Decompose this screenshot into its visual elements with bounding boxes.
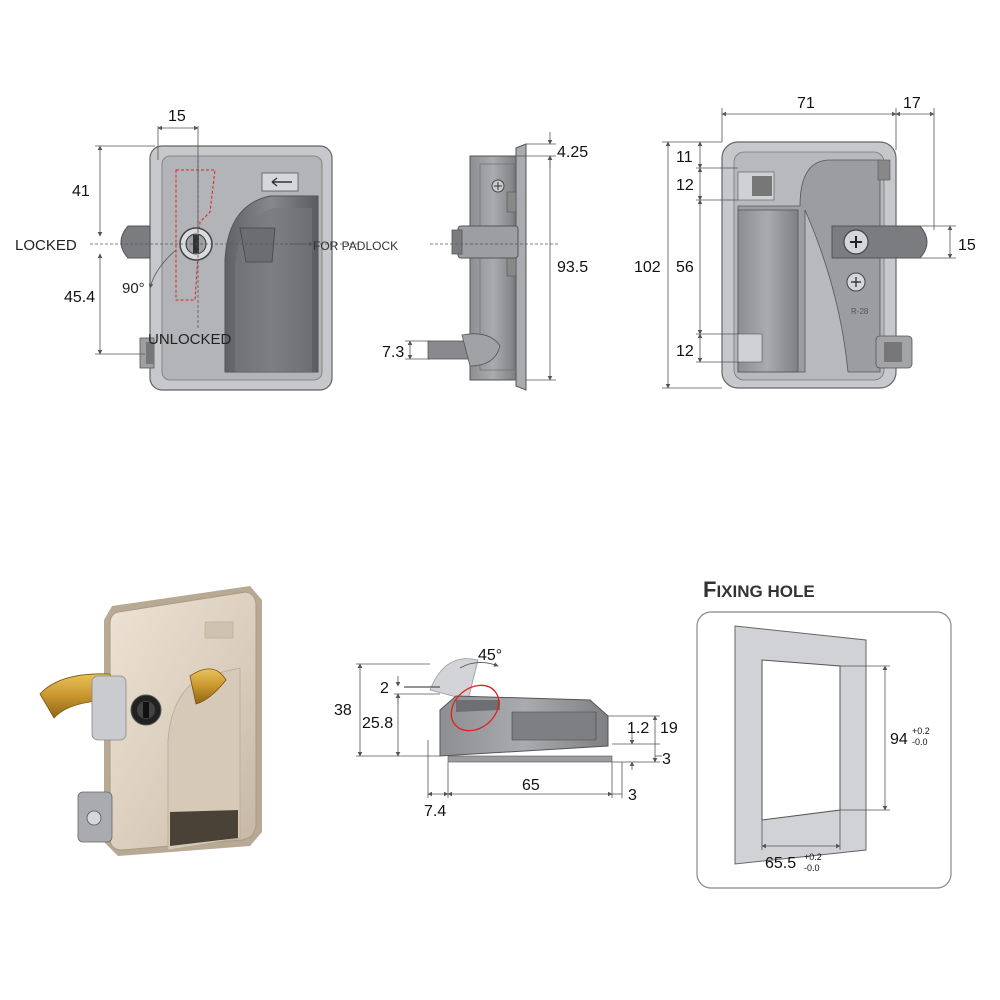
section-dim-offset: 7.4	[424, 803, 446, 820]
rear-dim-arm: 15	[958, 237, 976, 254]
padlock-label: FOR PADLOCK	[313, 239, 398, 253]
svg-text:-0.0: -0.0	[912, 737, 928, 747]
front-view: 15 41 45.4 90° LOCKED UNLOCKED FOR PADLO…	[15, 108, 398, 391]
side-dim-offset: 7.3	[382, 344, 404, 361]
front-dim-upper: 41	[72, 183, 90, 200]
rear-dim-mid: 56	[676, 259, 694, 276]
section-dim-length: 65	[522, 777, 540, 794]
section-dim-top: 2	[380, 680, 389, 697]
section-view: 45° 38 25.8 2 19 1.2 3 65 7.4 3	[334, 647, 678, 820]
svg-text:+0.2: +0.2	[804, 852, 822, 862]
side-view: 4.25 93.5 7.3	[382, 132, 588, 391]
fixing-hole-height: 94	[890, 731, 908, 748]
section-dim-19: 19	[660, 720, 678, 737]
front-dim-width: 15	[168, 108, 186, 125]
rear-dim-top: 11	[676, 149, 693, 166]
section-dim-end: 3	[628, 787, 637, 804]
fixing-hole-width: 65.5	[765, 855, 796, 872]
rear-dim-total: 102	[634, 259, 661, 276]
section-dim-height: 38	[334, 702, 352, 719]
section-dim-inner: 25.8	[362, 715, 393, 732]
rear-dim-slot-bot: 12	[676, 343, 694, 360]
cut-out	[761, 659, 841, 821]
section-dim-12: 1.2	[627, 720, 649, 737]
front-dim-lower: 45.4	[64, 289, 95, 306]
side-plate	[515, 143, 527, 391]
rear-dim-extra: 17	[903, 95, 921, 112]
side-dim-height: 93.5	[557, 259, 588, 276]
side-dim-plate: 4.25	[557, 144, 588, 161]
rear-view: R-28 71 17 102 11 12 56 12 15	[634, 95, 976, 389]
section-angle: 45°	[478, 647, 502, 664]
product-photo	[39, 586, 262, 856]
rear-dim-width: 71	[797, 95, 815, 112]
fixing-hole-title: FIXING HOLE	[703, 577, 815, 602]
locked-label: LOCKED	[15, 237, 77, 254]
rear-dim-slot-top: 12	[676, 177, 694, 194]
rear-marking: R-28	[851, 307, 869, 316]
fixing-hole-panel: FIXING HOLE 94 +0.2 -0.0 65.5 +0.2 -0.0	[696, 577, 952, 889]
svg-text:+0.2: +0.2	[912, 726, 930, 736]
cam-lever	[120, 225, 151, 259]
front-angle: 90°	[122, 280, 145, 297]
unlocked-label: UNLOCKED	[148, 331, 232, 348]
svg-text:-0.0: -0.0	[804, 863, 820, 873]
section-dim-base: 3	[662, 751, 671, 768]
